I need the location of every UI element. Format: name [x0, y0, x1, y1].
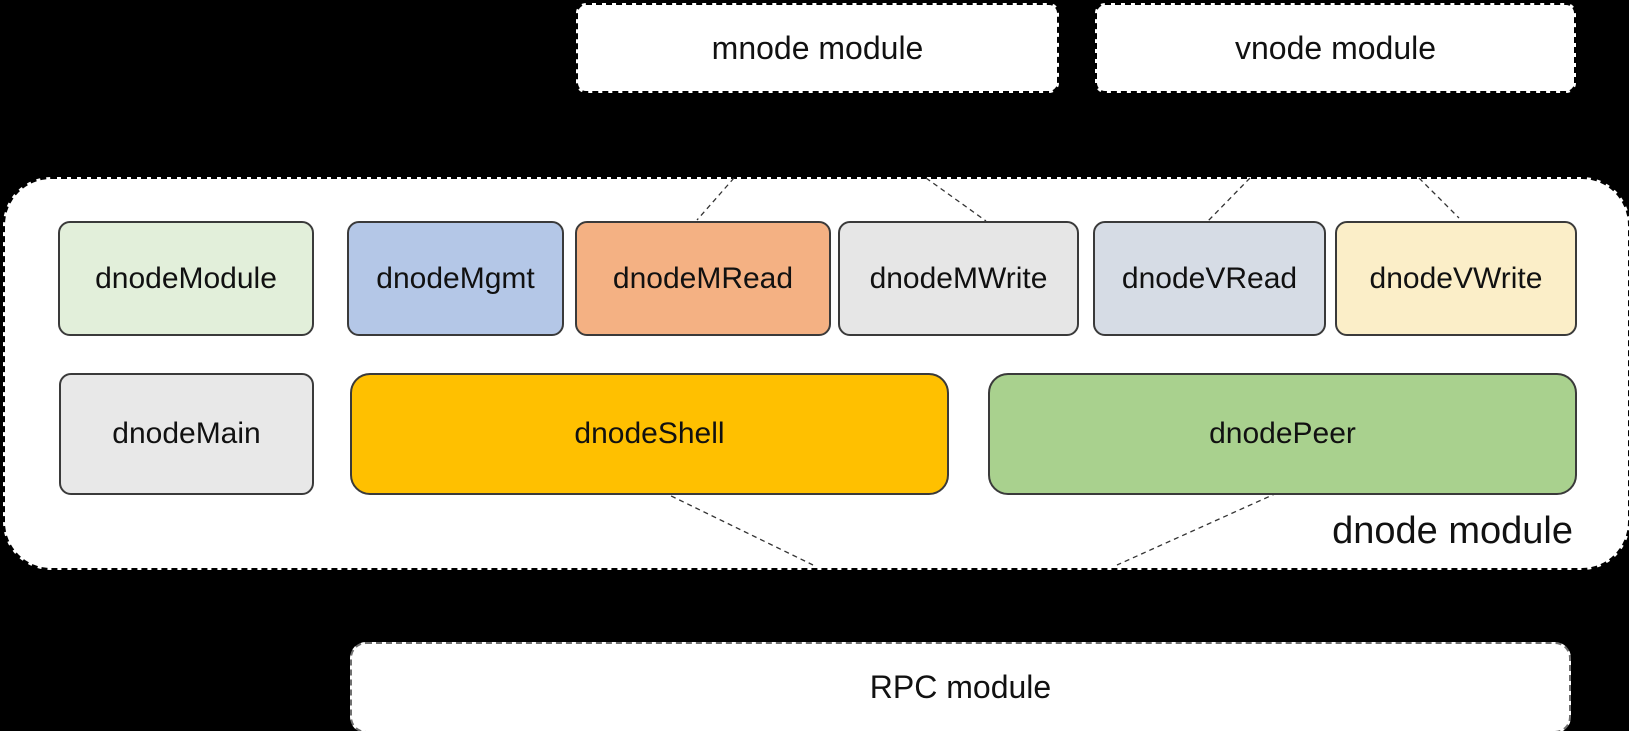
node-label: dnodePeer	[1209, 417, 1356, 450]
vnode-module-box: vnode module	[1095, 3, 1576, 93]
mnode-module-label: mnode module	[711, 29, 924, 66]
node-dnodeModule: dnodeModule	[58, 221, 314, 336]
rpc-module-box: RPC module	[350, 642, 1571, 731]
node-dnodeShell: dnodeShell	[350, 373, 949, 495]
node-dnodeVRead: dnodeVRead	[1093, 221, 1326, 336]
node-dnodeMgmt: dnodeMgmt	[347, 221, 564, 336]
node-dnodeMRead: dnodeMRead	[575, 221, 831, 336]
node-label: dnodeVWrite	[1369, 261, 1543, 295]
node-label: dnodeMRead	[612, 261, 794, 295]
vnode-module-label: vnode module	[1234, 29, 1437, 66]
node-label: dnodeModule	[95, 261, 277, 295]
node-label: dnodeMWrite	[869, 261, 1048, 295]
node-dnodeMain: dnodeMain	[59, 373, 314, 495]
node-dnodeVWrite: dnodeVWrite	[1335, 221, 1577, 336]
node-label: dnodeVRead	[1121, 261, 1298, 295]
node-label: dnodeMain	[112, 417, 261, 450]
node-label: dnodeMgmt	[376, 261, 535, 295]
mnode-module-box: mnode module	[576, 3, 1059, 93]
rpc-module-label: RPC module	[869, 669, 1052, 705]
node-label: dnodeShell	[574, 417, 725, 450]
node-dnodePeer: dnodePeer	[988, 373, 1577, 495]
dnode-module-label: dnode module	[1332, 510, 1573, 552]
node-dnodeMWrite: dnodeMWrite	[838, 221, 1079, 336]
